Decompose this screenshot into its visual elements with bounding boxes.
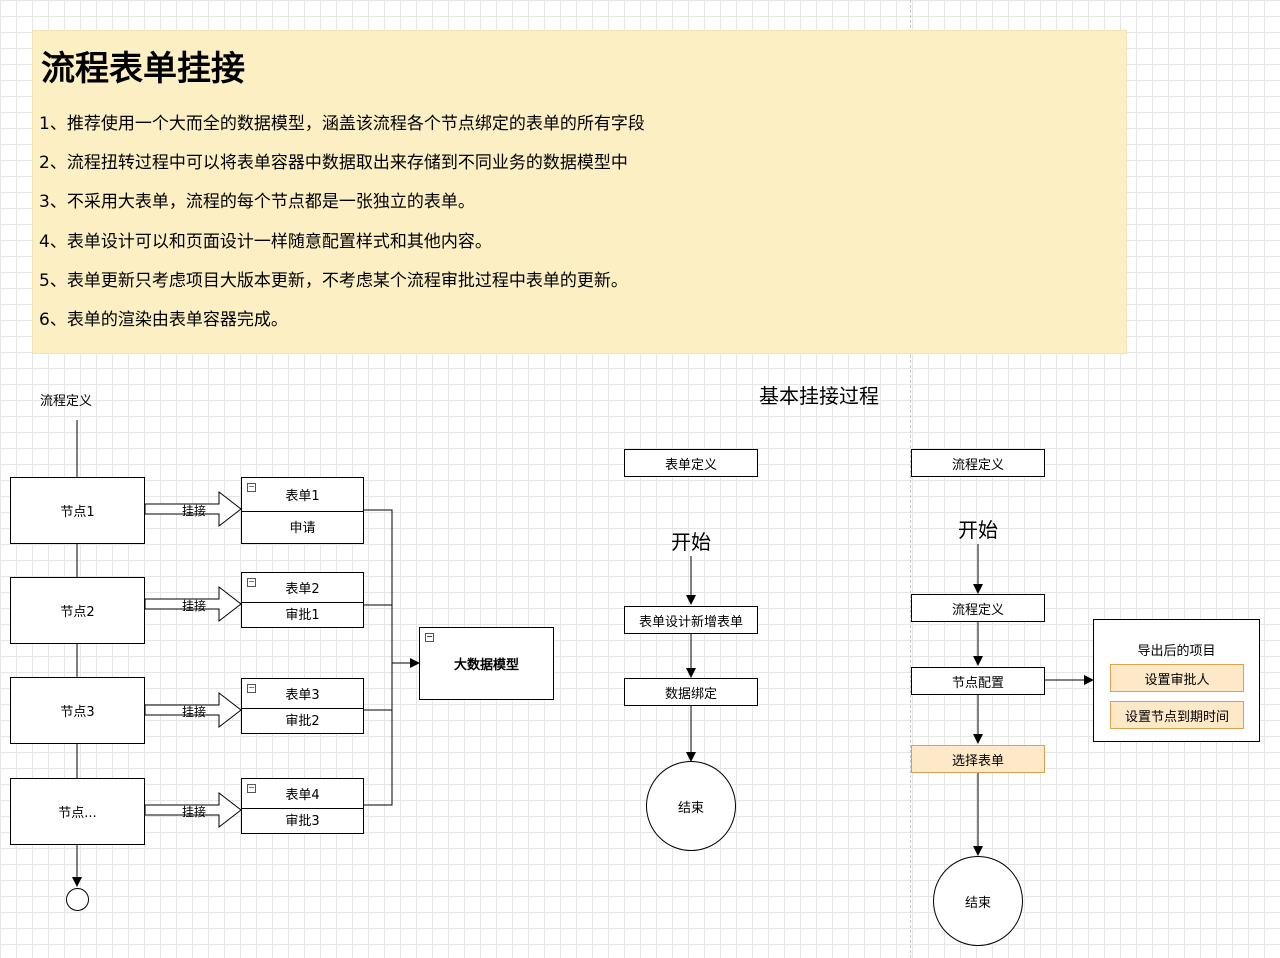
form-design-step-label: 表单设计新增表单 xyxy=(638,614,743,630)
collapse-icon[interactable]: − xyxy=(247,482,256,492)
form-design-step[interactable]: 表单设计新增表单 xyxy=(624,606,758,634)
note-line-3: 3、不采用大表单，流程的每个节点都是一张独立的表单。 xyxy=(39,192,475,212)
node-2[interactable]: 节点2 xyxy=(10,577,145,644)
data-model-label: 大数据模型 xyxy=(453,658,519,673)
node-more[interactable]: 节点... xyxy=(10,778,145,845)
process-define-step-label: 流程定义 xyxy=(951,602,1004,618)
form-4-header: 表单4 xyxy=(242,779,363,809)
link-label-1: 挂接 xyxy=(182,504,207,518)
notes-title: 流程表单挂接 xyxy=(41,49,245,89)
form-flow-end[interactable]: 结束 xyxy=(646,761,736,851)
form-flow-start: 开始 xyxy=(671,530,711,554)
form-1-row: 申请 xyxy=(289,521,316,536)
flow-definition-label: 流程定义 xyxy=(40,394,93,409)
form-table-4[interactable]: − 表单4 审批3 xyxy=(241,778,364,834)
note-line-5: 5、表单更新只考虑项目大版本更新，不考虑某个流程审批过程中表单的更新。 xyxy=(39,271,628,291)
process-flow-end[interactable]: 结束 xyxy=(933,856,1023,946)
section-title: 基本挂接过程 xyxy=(759,384,879,408)
form-3-row: 审批2 xyxy=(285,714,320,729)
collapse-icon[interactable]: − xyxy=(247,683,256,693)
set-due-time-item[interactable]: 设置节点到期时间 xyxy=(1110,701,1244,729)
form-flow-end-label: 结束 xyxy=(677,800,704,816)
form-2-header: 表单2 xyxy=(242,573,363,603)
data-binding-step[interactable]: 数据绑定 xyxy=(624,678,758,706)
select-form-step-label: 选择表单 xyxy=(951,753,1004,769)
form-table-1[interactable]: − 表单1 申请 xyxy=(241,477,364,544)
set-approver-item[interactable]: 设置审批人 xyxy=(1110,664,1244,692)
process-definition-header[interactable]: 流程定义 xyxy=(911,449,1045,477)
exported-project-title: 导出后的项目 xyxy=(1137,644,1216,659)
form-definition-header[interactable]: 表单定义 xyxy=(624,449,758,477)
node-config-step[interactable]: 节点配置 xyxy=(911,667,1045,695)
node-3-label: 节点3 xyxy=(60,705,95,720)
note-line-6: 6、表单的渲染由表单容器完成。 xyxy=(39,310,288,330)
note-line-2: 2、流程扭转过程中可以将表单容器中数据取出来存储到不同业务的数据模型中 xyxy=(39,153,628,173)
node-1[interactable]: 节点1 xyxy=(10,477,145,544)
process-flow-start: 开始 xyxy=(958,518,998,542)
collapse-icon[interactable]: − xyxy=(425,632,434,642)
process-define-step[interactable]: 流程定义 xyxy=(911,594,1045,622)
form-table-2[interactable]: − 表单2 审批1 xyxy=(241,572,364,628)
process-flow-end-label: 结束 xyxy=(964,895,991,911)
node-config-step-label: 节点配置 xyxy=(951,675,1004,691)
link-label-3: 挂接 xyxy=(182,705,207,719)
form-1-header: 表单1 xyxy=(242,478,363,512)
form-3-header: 表单3 xyxy=(242,679,363,709)
data-model-box[interactable]: − 大数据模型 xyxy=(419,627,554,700)
exported-project-box[interactable]: 导出后的项目 设置审批人 设置节点到期时间 xyxy=(1093,619,1260,742)
node-1-label: 节点1 xyxy=(60,505,95,520)
link-label-2: 挂接 xyxy=(182,599,207,613)
left-end-circle[interactable] xyxy=(66,888,89,911)
form-2-row: 审批1 xyxy=(285,608,320,623)
note-line-4: 4、表单设计可以和页面设计一样随意配置样式和其他内容。 xyxy=(39,232,492,252)
node-2-label: 节点2 xyxy=(60,605,95,620)
select-form-step[interactable]: 选择表单 xyxy=(911,745,1045,773)
page-divider xyxy=(910,0,911,958)
set-due-time-label: 设置节点到期时间 xyxy=(1124,709,1229,725)
node-3[interactable]: 节点3 xyxy=(10,677,145,744)
note-line-1: 1、推荐使用一个大而全的数据模型，涵盖该流程各个节点绑定的表单的所有字段 xyxy=(39,114,645,134)
form-table-3[interactable]: − 表单3 审批2 xyxy=(241,678,364,734)
form-definition-label: 表单定义 xyxy=(664,457,717,473)
link-label-4: 挂接 xyxy=(182,805,207,819)
process-definition-label: 流程定义 xyxy=(951,457,1004,473)
collapse-icon[interactable]: − xyxy=(247,783,256,793)
data-binding-step-label: 数据绑定 xyxy=(664,686,717,702)
collapse-icon[interactable]: − xyxy=(247,577,256,587)
form-4-row: 审批3 xyxy=(285,814,320,829)
set-approver-label: 设置审批人 xyxy=(1144,672,1210,688)
node-more-label: 节点... xyxy=(58,806,97,821)
notes-panel: 流程表单挂接 1、推荐使用一个大而全的数据模型，涵盖该流程各个节点绑定的表单的所… xyxy=(32,30,1127,354)
